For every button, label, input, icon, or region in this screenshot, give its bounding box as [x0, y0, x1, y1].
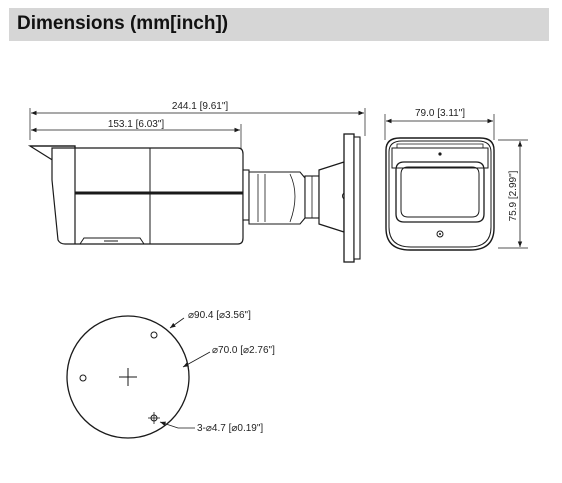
front-width-label: 79.0 [3.11"] [415, 108, 465, 119]
arm-curve [289, 173, 296, 223]
screw-hole-label: 3-⌀4.7 [⌀0.19"] [197, 423, 263, 434]
front-shield-top [396, 143, 484, 149]
screw-hole-left [79, 374, 87, 382]
camera-body [51, 147, 244, 245]
rear-cap [242, 169, 250, 221]
section-header: Dimensions (mm[inch]) [9, 8, 549, 41]
screw-hole-leader [159, 421, 195, 429]
base-outer-circle [66, 315, 190, 439]
front-indicator-dot [438, 152, 442, 156]
base-plate [343, 133, 355, 263]
outer-diameter-label: ⌀90.4 [⌀3.56"] [188, 310, 251, 321]
lens-window-outer [395, 161, 485, 223]
section-title: Dimensions (mm[inch]) [17, 13, 229, 34]
base-view [66, 315, 211, 439]
front-bottom-screw [436, 230, 444, 238]
mount-arm [248, 171, 306, 225]
front-view [384, 114, 528, 251]
overall-length-label: 244.1 [9.61"] [172, 101, 229, 112]
shield-edge [30, 145, 76, 244]
outer-diameter-leader [169, 317, 185, 329]
screw-hole-top [150, 331, 158, 339]
mount-bracket [318, 161, 345, 233]
bottom-bracket [79, 237, 145, 245]
front-height-label: 75.9 [2.99"] [508, 170, 519, 221]
side-view [27, 108, 366, 263]
base-plate-rim [353, 136, 361, 260]
front-bottom-screw-center [439, 233, 441, 235]
body-length-label: 153.1 [6.03"] [108, 119, 165, 130]
hole-circle-label: ⌀70.0 [⌀2.76"] [212, 345, 275, 356]
front-housing-inner [388, 140, 492, 248]
hole-circle-leader [182, 351, 211, 368]
lens-window-inner [400, 166, 480, 218]
